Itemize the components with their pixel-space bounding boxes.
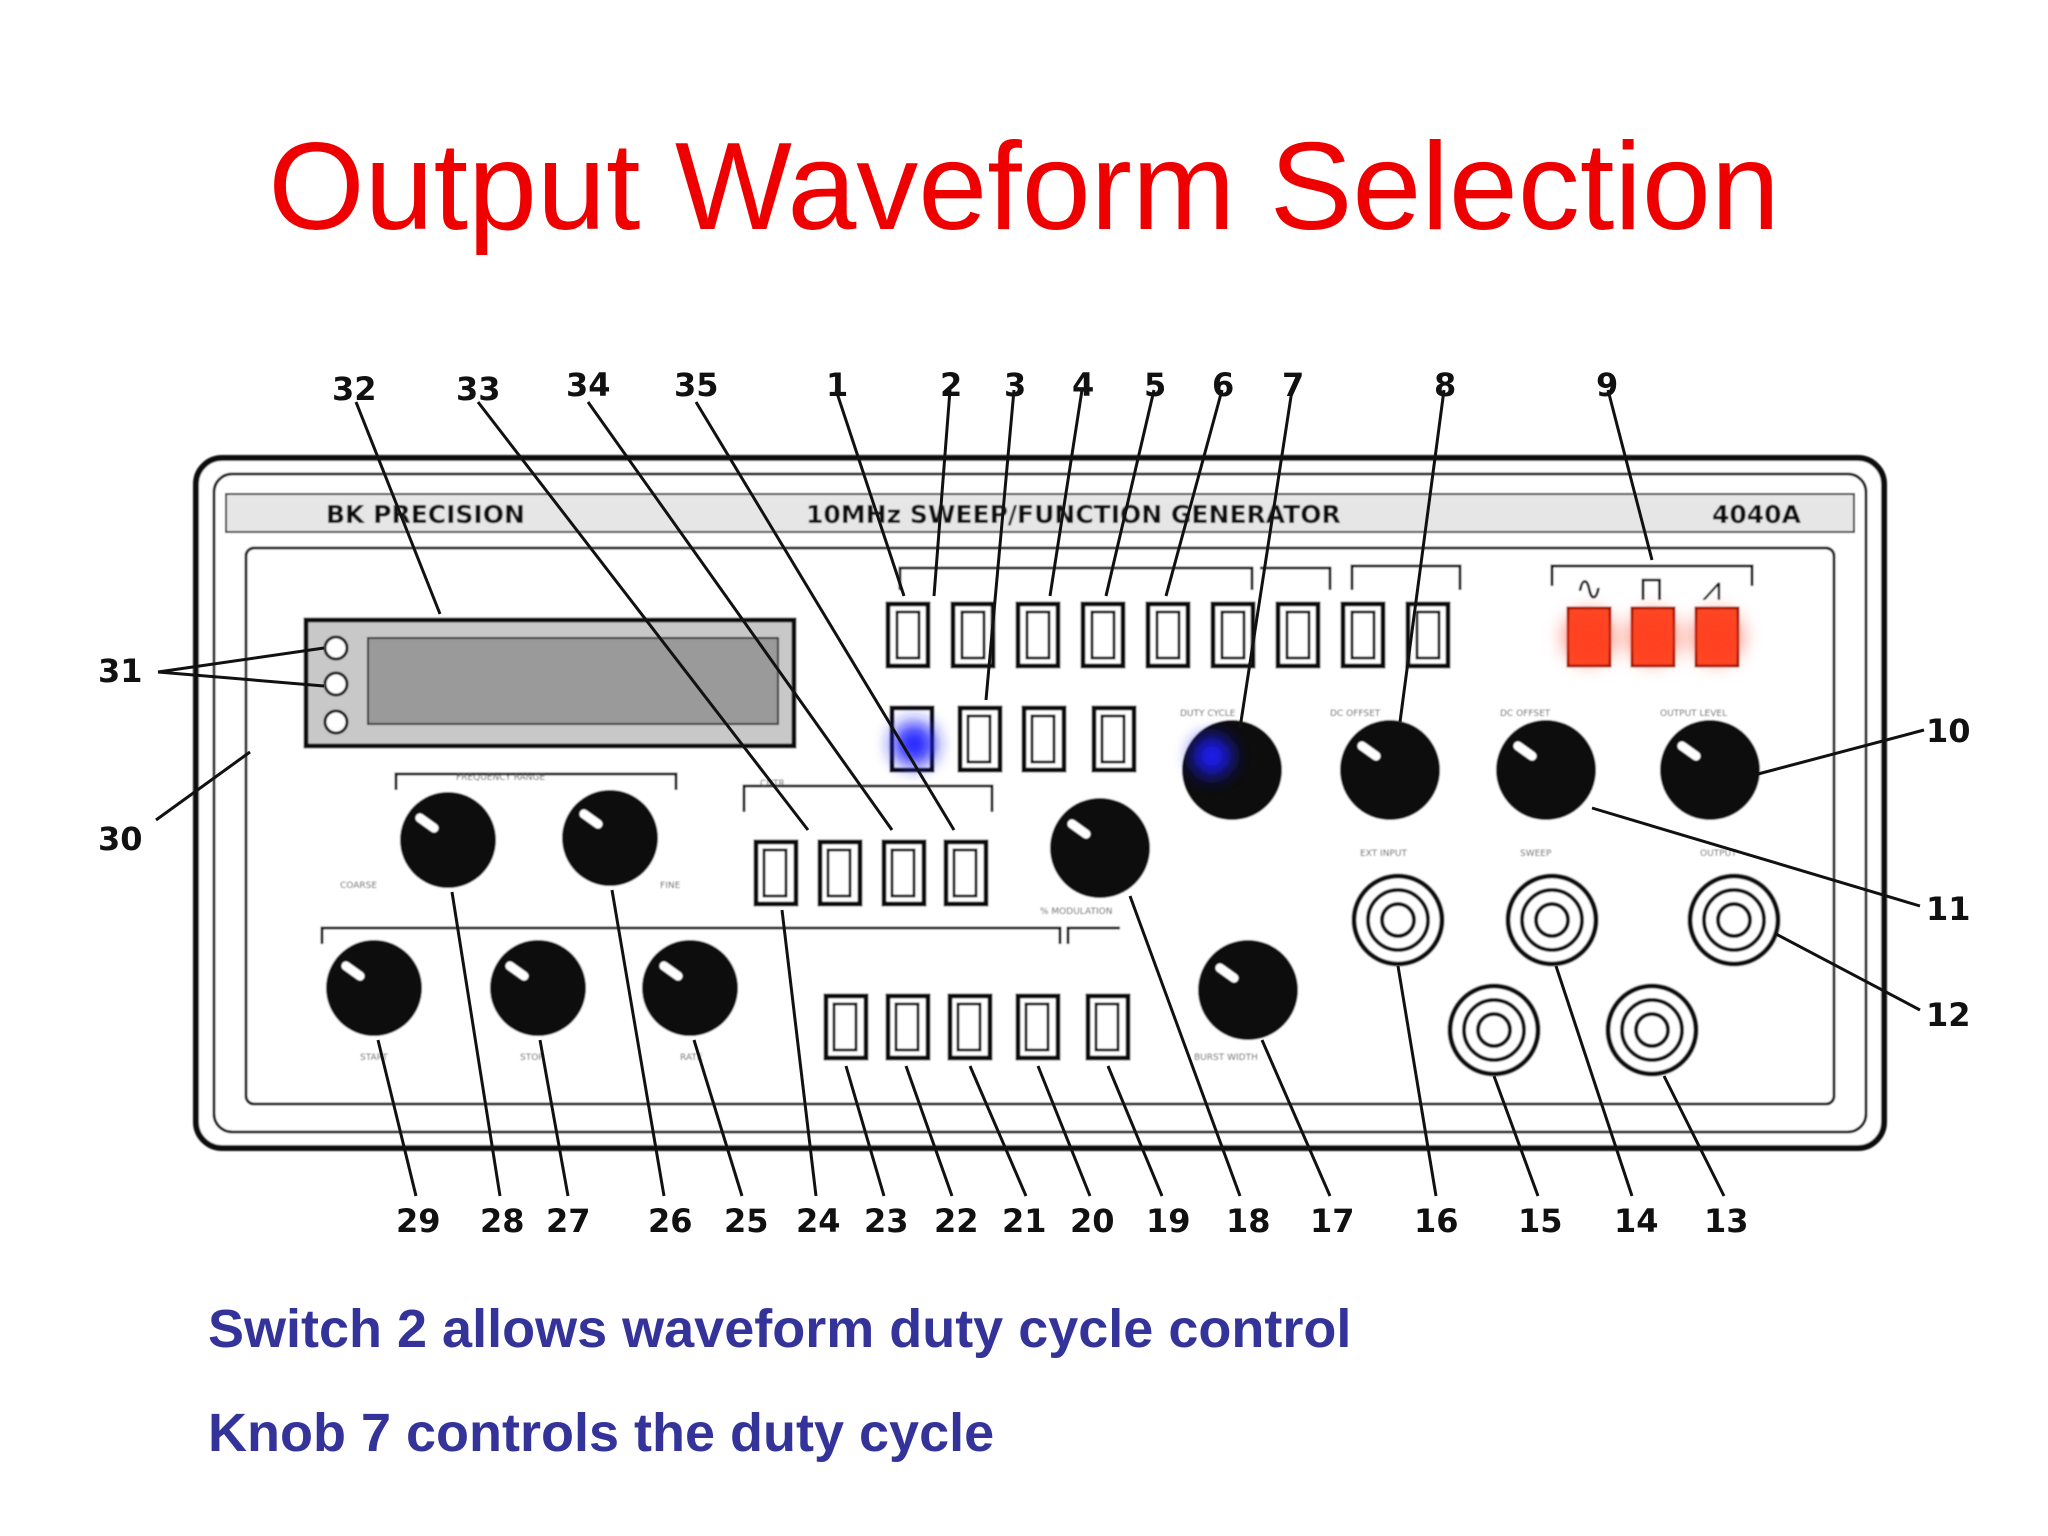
knob-frequency-coarse-28[interactable] — [400, 792, 496, 888]
callout-17: 17 — [1310, 1202, 1355, 1240]
panel-inner-frame — [212, 472, 1868, 1134]
knob-27[interactable] — [490, 940, 586, 1036]
switch-range-7[interactable] — [1275, 601, 1321, 669]
callout-32: 32 — [332, 370, 377, 408]
switch-range-5[interactable] — [1145, 601, 1191, 669]
waveform-buttons-highlight — [1563, 611, 1743, 663]
callout-19: 19 — [1146, 1202, 1191, 1240]
knob-7-duty-cycle[interactable] — [1182, 720, 1282, 820]
svg-text:EXT INPUT: EXT INPUT — [1360, 849, 1407, 859]
switch-range-4[interactable] — [1080, 601, 1126, 669]
callout-35: 35 — [674, 366, 719, 404]
callout-13: 13 — [1704, 1202, 1749, 1240]
callout-23: 23 — [864, 1202, 909, 1240]
caption-knob-7: Knob 7 controls the duty cycle — [208, 1403, 995, 1463]
model-label: 10MHz SWEEP/FUNCTION GENERATOR — [806, 500, 1341, 529]
svg-text:% MODULATION: % MODULATION — [1040, 907, 1112, 917]
range-bracket — [898, 564, 1462, 590]
svg-text:DUTY CYCLE: DUTY CYCLE — [1180, 709, 1236, 719]
waveform-symbol-square: ⊓ — [1638, 569, 1665, 609]
sweep-bracket — [320, 926, 1062, 944]
knob-29[interactable] — [326, 940, 422, 1036]
callout-6: 6 — [1212, 366, 1234, 404]
brand-label: BK PRECISION — [326, 500, 525, 529]
callout-24: 24 — [796, 1202, 841, 1240]
callout-10: 10 — [1926, 712, 1971, 750]
callout-12: 12 — [1926, 996, 1971, 1034]
switch-range-3[interactable] — [1015, 601, 1061, 669]
switch-2-highlight — [892, 722, 936, 766]
knob-11[interactable] — [1496, 720, 1596, 820]
callout-29: 29 — [396, 1202, 441, 1240]
callout-3: 3 — [1004, 366, 1026, 404]
knob-17[interactable] — [1198, 940, 1298, 1040]
waveform-symbol-sine: ∿ — [1575, 569, 1604, 609]
callout-numbers-top: 32 33 34 35 1 2 3 4 5 6 7 8 9 — [332, 366, 1618, 408]
callout-5: 5 — [1144, 366, 1166, 404]
svg-text:DC OFFSET: DC OFFSET — [1330, 709, 1381, 719]
switch-1[interactable] — [885, 601, 931, 669]
knob-modulation-18[interactable] — [1050, 798, 1150, 898]
callout-14: 14 — [1614, 1202, 1659, 1240]
callout-1: 1 — [826, 366, 848, 404]
frequency-display-digits — [367, 637, 779, 725]
svg-text:SWEEP: SWEEP — [1520, 849, 1552, 859]
callout-numbers-bottom: 29 28 27 26 25 24 23 22 21 20 19 18 17 1… — [396, 1202, 1749, 1240]
knob-10[interactable] — [1660, 720, 1760, 820]
slide-title: Output Waveform Selection — [268, 118, 1780, 256]
frequency-bracket — [394, 772, 678, 790]
waveform-symbol-triangle: ⩘ — [1702, 569, 1721, 609]
display-indicator-3 — [323, 709, 349, 735]
callout-34: 34 — [566, 366, 611, 404]
display-indicator-1 — [323, 635, 349, 661]
callout-30: 30 — [98, 820, 143, 858]
svg-text:FINE: FINE — [660, 881, 681, 891]
callout-numbers-side: 31 30 10 11 12 — [98, 652, 1971, 1034]
modulation-bracket — [742, 784, 994, 812]
callout-7: 7 — [1282, 366, 1304, 404]
callout-15: 15 — [1518, 1202, 1563, 1240]
callout-33: 33 — [456, 370, 501, 408]
callout-9: 9 — [1596, 366, 1618, 404]
caption-switch-2: Switch 2 allows waveform duty cycle cont… — [208, 1299, 1352, 1359]
svg-text:BURST WIDTH: BURST WIDTH — [1194, 1053, 1258, 1063]
callout-11: 11 — [1926, 890, 1971, 928]
callout-31: 31 — [98, 652, 143, 690]
callout-leader-lines — [155, 389, 1925, 1197]
callout-28: 28 — [480, 1202, 525, 1240]
svg-text:COARSE: COARSE — [340, 881, 377, 891]
svg-text:DC OFFSET: DC OFFSET — [1500, 709, 1551, 719]
display-indicator-2 — [323, 671, 349, 697]
svg-text:START: START — [360, 1053, 388, 1063]
svg-text:STOP: STOP — [520, 1053, 544, 1063]
knob-25[interactable] — [642, 940, 738, 1036]
callout-2: 2 — [940, 366, 962, 404]
callout-20: 20 — [1070, 1202, 1115, 1240]
knob-frequency-fine-26[interactable] — [562, 790, 658, 886]
burst-bracket — [1066, 926, 1120, 944]
callout-8: 8 — [1434, 366, 1456, 404]
callout-22: 22 — [934, 1202, 979, 1240]
panel-face — [244, 546, 1836, 1106]
svg-text:OUTPUT LEVEL: OUTPUT LEVEL — [1660, 709, 1727, 719]
callout-25: 25 — [724, 1202, 769, 1240]
svg-text:RATE: RATE — [680, 1053, 703, 1063]
callout-4: 4 — [1072, 366, 1094, 404]
callout-21: 21 — [1002, 1202, 1047, 1240]
svg-text:OUTPUT: OUTPUT — [1700, 849, 1737, 859]
switch-range-8[interactable] — [1340, 601, 1386, 669]
callout-26: 26 — [648, 1202, 693, 1240]
knob-7-highlight — [1192, 736, 1232, 776]
svg-text:FREQUENCY RANGE: FREQUENCY RANGE — [456, 773, 545, 783]
waveform-bracket — [1550, 564, 1754, 586]
model-number: 4040A — [1712, 500, 1802, 529]
panel-header-strip — [225, 493, 1855, 533]
callout-27: 27 — [546, 1202, 591, 1240]
callout-16: 16 — [1414, 1202, 1459, 1240]
callout-18: 18 — [1226, 1202, 1271, 1240]
knob-8[interactable] — [1340, 720, 1440, 820]
